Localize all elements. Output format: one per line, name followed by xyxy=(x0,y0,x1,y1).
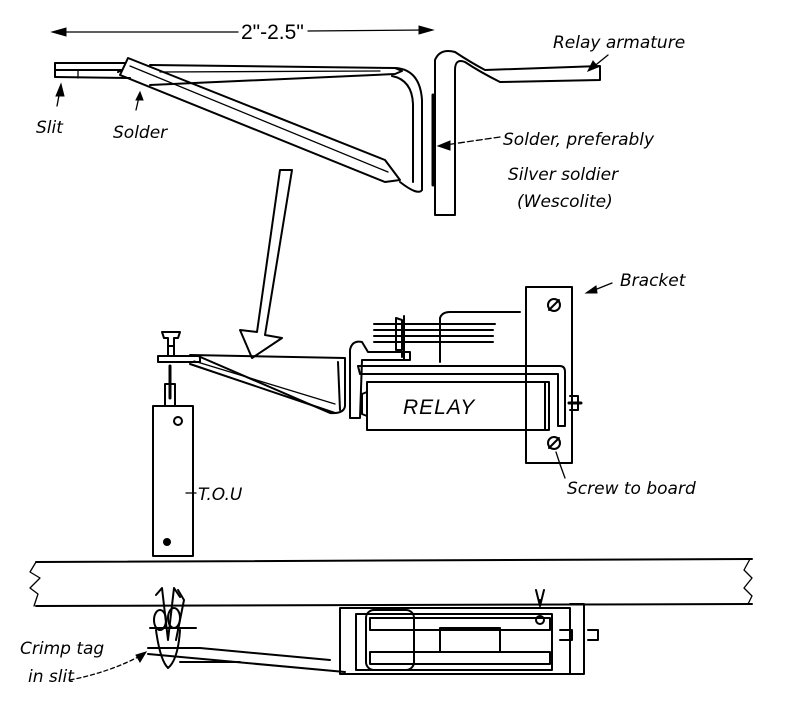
side-armature xyxy=(349,340,411,419)
screw-to-board-label: Screw to board xyxy=(567,479,696,499)
relay-armature xyxy=(431,50,601,216)
tou-unit xyxy=(152,331,201,557)
solder-callout: Solder xyxy=(113,90,168,143)
tou-label: T.O.U xyxy=(198,485,243,505)
solder-joint-arrow xyxy=(436,136,501,151)
slit-wire xyxy=(54,62,131,79)
tou-callout: T.O.U xyxy=(185,485,243,505)
crimp-tag-label-line1: Crimp tag xyxy=(20,639,104,659)
under-relay-assembly xyxy=(339,589,599,675)
solder-note-line1: Solder, preferably xyxy=(503,130,655,150)
dimension-label: 2"-2.5" xyxy=(241,21,304,44)
dimension-line: 2"-2.5" xyxy=(50,21,435,44)
bracket xyxy=(525,286,583,464)
solder-note-line2: Silver soldier xyxy=(508,165,619,185)
slit-label: Slit xyxy=(36,118,64,138)
side-wire-link xyxy=(189,354,346,415)
crimp-tag-label-line2: in slit xyxy=(28,667,75,687)
bracket-label: Bracket xyxy=(620,271,687,291)
solder-note-line3: (Wescolite) xyxy=(517,192,613,212)
assembly-arrow xyxy=(239,169,293,359)
slit-callout: Slit xyxy=(36,82,65,138)
wire-extension xyxy=(119,57,423,193)
crimp-tag-assembly xyxy=(147,587,346,673)
crimp-tag-callout: Crimp tag in slit xyxy=(20,639,148,687)
solder-label: Solder xyxy=(113,123,168,143)
bracket-callout: Bracket xyxy=(584,271,687,294)
screw-to-board-callout: Screw to board xyxy=(555,451,696,499)
relay-label: RELAY xyxy=(403,396,476,419)
relay-contacts xyxy=(373,311,521,363)
relay-armature-callout: Relay armature xyxy=(553,33,685,72)
baseboard xyxy=(29,558,753,607)
relay-armature-label: Relay armature xyxy=(553,33,685,53)
relay-body: RELAY xyxy=(357,365,566,431)
solder-note: Solder, preferably Silver soldier (Wesco… xyxy=(503,130,655,212)
